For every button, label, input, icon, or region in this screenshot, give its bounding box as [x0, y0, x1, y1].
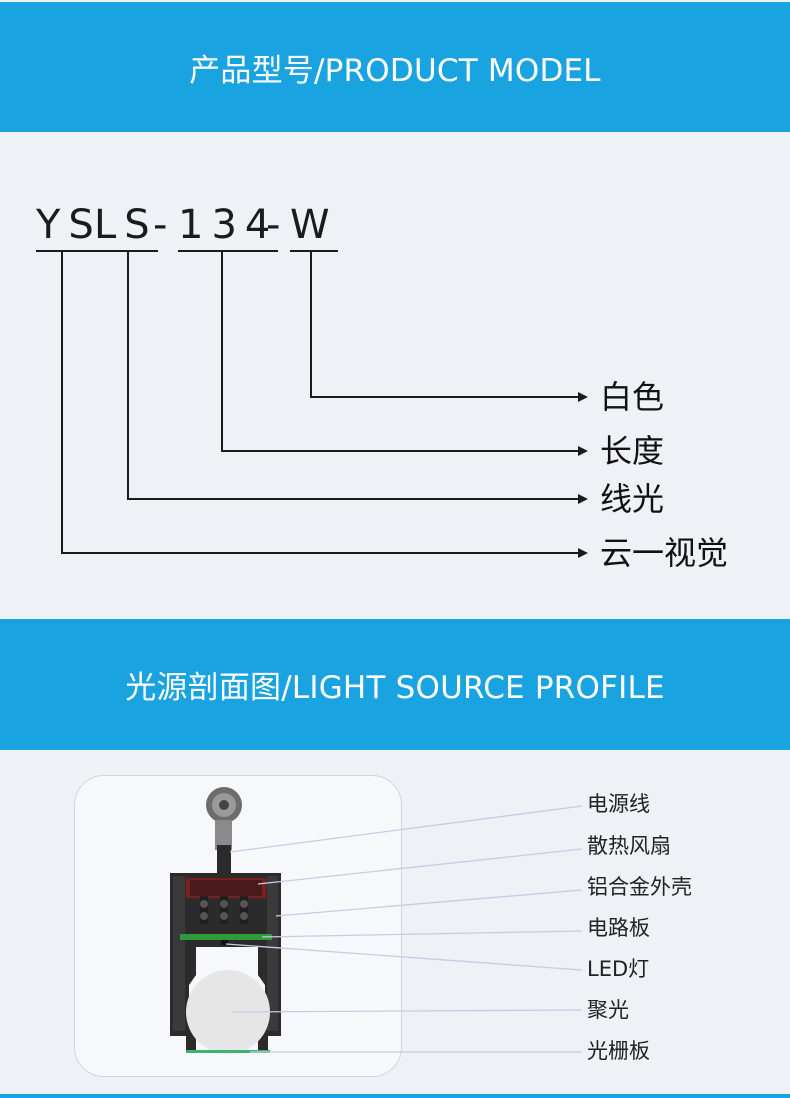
section-header-light-source-profile: 光源剖面图/LIGHT SOURCE PROFILE: [0, 619, 790, 750]
power-cable-icon: [206, 787, 242, 875]
connector-length: [221, 250, 578, 452]
model-segment-color: W: [290, 200, 338, 252]
part-label-power-cable: 电源线: [587, 792, 650, 816]
leader-line: [231, 1009, 583, 1013]
arrow-head: [578, 548, 588, 558]
part-label-cooling-fan: 散热风扇: [587, 834, 671, 858]
part-label-lens: 聚光: [587, 998, 629, 1022]
condenser-lens-icon: [186, 970, 270, 1054]
section-header-product-model: 产品型号/PRODUCT MODEL: [0, 2, 790, 132]
part-label-circuit-board: 电路板: [587, 916, 650, 940]
meaning-brand: 云一视觉: [600, 534, 729, 572]
model-separator: -: [266, 202, 281, 248]
product-model-panel: [0, 132, 790, 619]
section-title: 产品型号/PRODUCT MODEL: [189, 52, 601, 89]
led-icon: [221, 940, 228, 945]
leader-line: [229, 805, 583, 853]
circuit-board-icon: [180, 934, 272, 940]
part-label-led: LED灯: [587, 957, 650, 981]
model-tree-diagram: [61, 250, 588, 558]
bottom-accent-line: [0, 1094, 790, 1098]
connector-type: [127, 250, 578, 500]
model-separator: -: [153, 202, 168, 248]
leader-line: [261, 930, 583, 938]
model-segment-length: 134: [178, 200, 279, 252]
aluminum-housing-icon: [170, 873, 281, 1050]
model-segment-brand: YS: [36, 200, 102, 252]
connector-color: [310, 250, 578, 398]
leader-line: [257, 848, 583, 885]
meaning-color: 白色: [600, 378, 665, 416]
section-title: 光源剖面图/LIGHT SOURCE PROFILE: [125, 670, 665, 706]
leader-line: [225, 943, 583, 971]
cooling-fan-icon: [186, 878, 266, 924]
grating-plate-icon: [186, 1050, 270, 1053]
model-segment-type: LS: [94, 200, 158, 252]
part-label-grating: 光栅板: [587, 1039, 650, 1063]
meaning-length: 长度: [600, 432, 665, 470]
arrow-head: [578, 392, 588, 402]
leader-line: [275, 889, 583, 917]
arrow-head: [578, 494, 588, 504]
connector-brand: [61, 250, 578, 554]
meaning-type: 线光: [600, 480, 665, 518]
arrow-head: [578, 446, 588, 456]
part-label-housing: 铝合金外壳: [587, 875, 692, 899]
